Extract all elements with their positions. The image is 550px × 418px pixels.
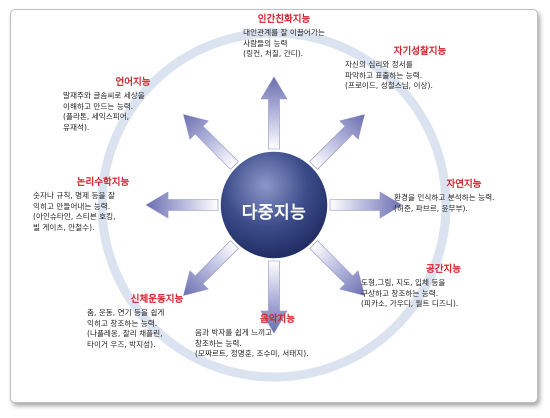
bodily-title: 신체운동지능 bbox=[130, 294, 184, 305]
naturalist-desc: 환경을 인식하고 분석하는 능력. (허준, 파브르, 윤무부). bbox=[394, 193, 495, 213]
arrow-linguistic bbox=[183, 114, 239, 170]
diagram-frame: 다중지능 인간친화지능 대인관계를 잘 이끌어가는 사람들의 능력 (링컨, 처… bbox=[10, 9, 538, 403]
interpersonal-desc: 대인관계를 잘 이끌어가는 사람들의 능력 (링컨, 처칠, 간디). bbox=[243, 28, 325, 58]
musical-title: 음악지능 bbox=[260, 314, 295, 325]
intrapersonal-block: 자기성찰지능 자신의 심리와 정서를 파악하고 표출하는 능력. (프로이드, … bbox=[345, 46, 495, 92]
logical-desc: 숫자나 규칙, 명제 등을 잘 익히고 만들어내는 능력. (아인슈타인, 스티… bbox=[33, 191, 116, 232]
naturalist-title: 자연지능 bbox=[446, 179, 482, 190]
logical-title: 논리수학지능 bbox=[76, 177, 130, 188]
spatial-desc: 도형,그림, 지도, 입체 등을 구상하고 창조하는 능력. (피카소, 가우디… bbox=[361, 278, 459, 308]
bodily-desc: 춤, 운동, 연기 등을 쉽게 익히고 창조하는 능력. (나플레옹, 찰리 채… bbox=[87, 308, 165, 349]
arrow-interpersonal bbox=[260, 76, 288, 150]
arrow-spatial bbox=[309, 240, 365, 296]
intrapersonal-desc: 자신의 심리와 정서를 파악하고 표출하는 능력. (프로이드, 성철스님, 이… bbox=[345, 60, 433, 90]
musical-desc: 음과 박자를 쉽게 느끼고 창조하는 능력. (모짜르트, 정명훈, 조수미, … bbox=[195, 328, 309, 358]
arrow-bodily bbox=[183, 240, 239, 296]
interpersonal-block: 인간친화지능 대인관계를 잘 이끌어가는 사람들의 능력 (링컨, 처칠, 간디… bbox=[199, 14, 369, 60]
interpersonal-title: 인간친화지능 bbox=[257, 14, 311, 25]
arrow-musical bbox=[260, 260, 288, 334]
center-label: 다중지능 bbox=[241, 203, 307, 223]
linguistic-title: 언어지능 bbox=[115, 77, 151, 88]
outer-ring bbox=[97, 28, 451, 382]
linguistic-desc: 말재주와 글솜씨로 세상을 이해하고 만드는 능력. (플라톤, 세익스피어, … bbox=[63, 91, 145, 132]
musical-block: 음악지능 음과 박자를 쉽게 느끼고 창조하는 능력. (모짜르트, 정명훈, … bbox=[195, 314, 360, 360]
intrapersonal-title: 자기성찰지능 bbox=[393, 46, 447, 57]
bodily-block: 신체운동지능 춤, 운동, 연기 등을 쉽게 익히고 창조하는 능력. (나플레… bbox=[87, 294, 227, 350]
spatial-block: 공간지능 도형,그림, 지도, 입체 등을 구상하고 창조하는 능력. (피카소… bbox=[361, 264, 526, 310]
linguistic-block: 언어지능 말재주와 글솜씨로 세상을 이해하고 만드는 능력. (플라톤, 세익… bbox=[63, 77, 203, 133]
arrow-naturalist bbox=[329, 191, 403, 219]
spatial-title: 공간지능 bbox=[426, 264, 461, 275]
arrow-intrapersonal bbox=[309, 114, 365, 170]
naturalist-block: 자연지능 환경을 인식하고 분석하는 능력. (허준, 파브르, 윤무부). bbox=[394, 179, 534, 214]
logical-block: 논리수학지능 숫자나 규칙, 명제 등을 잘 익히고 만들어내는 능력. (아인… bbox=[33, 177, 173, 233]
arrow-logical bbox=[145, 191, 219, 219]
diagram-canvas bbox=[97, 28, 451, 382]
arrows-group bbox=[145, 76, 403, 334]
center-circle bbox=[219, 150, 329, 260]
